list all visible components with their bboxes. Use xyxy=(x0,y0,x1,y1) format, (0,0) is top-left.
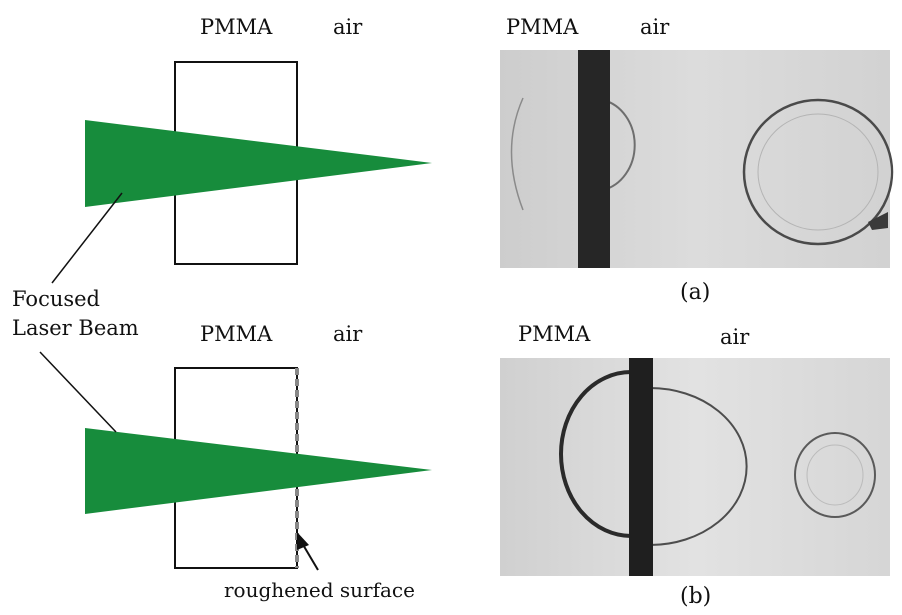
photo-a-bubble xyxy=(742,98,894,246)
photo-b-background xyxy=(500,358,890,576)
photo-a-shadow xyxy=(868,212,888,230)
photo-b-air-label: air xyxy=(720,325,750,349)
diagram-b-air-label: air xyxy=(333,322,363,346)
photo-a-pmma-label: PMMA xyxy=(506,15,579,39)
photo-b-left-hemisphere xyxy=(559,370,632,538)
diagram-b xyxy=(85,367,432,571)
beam-label-line1: Focused xyxy=(12,287,100,311)
photo-a-caption: (a) xyxy=(680,280,711,305)
photo-b-dark-band xyxy=(629,358,653,576)
diagram-b-pmma-label: PMMA xyxy=(200,322,273,346)
roughened-surface-arrow-line xyxy=(301,542,319,571)
roughened-surface-arrowhead xyxy=(297,532,309,550)
photo-b-small-bubble xyxy=(794,432,876,518)
photo-b xyxy=(500,358,890,576)
diagram-a-pmma-label: PMMA xyxy=(200,15,273,39)
photo-b-pmma-label: PMMA xyxy=(518,322,591,346)
laser-beam-b xyxy=(85,428,432,514)
beam-label-leader-b xyxy=(39,351,117,433)
photo-a-bubble-inner xyxy=(757,113,879,231)
photo-b-right-hemisphere xyxy=(649,387,748,546)
photo-a-inner-arc xyxy=(602,99,636,191)
photo-b-small-bubble-inner xyxy=(806,444,864,506)
photo-a-air-label: air xyxy=(640,15,670,39)
photo-b-caption: (b) xyxy=(680,584,712,609)
beam-label-line2: Laser Beam xyxy=(12,316,139,340)
diagram-a xyxy=(85,61,432,265)
photo-a xyxy=(500,50,894,268)
photo-a-dark-band xyxy=(578,50,610,268)
beam-label-leader-a xyxy=(51,192,123,284)
roughened-surface-label: roughened surface xyxy=(224,578,415,602)
diagram-a-air-label: air xyxy=(333,15,363,39)
photo-a-background xyxy=(500,50,890,268)
laser-beam-a xyxy=(85,120,432,207)
photo-a-faint-arc xyxy=(510,97,524,211)
